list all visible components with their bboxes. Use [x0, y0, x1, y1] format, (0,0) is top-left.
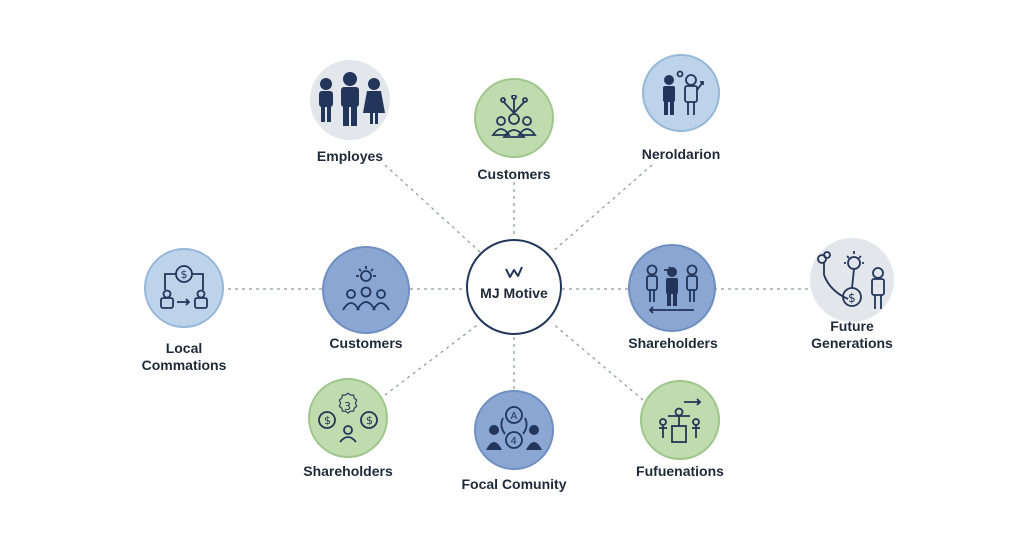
label-future-generations: Future Generations	[811, 318, 893, 351]
svg-text:$: $	[181, 268, 188, 281]
sun-people-icon	[340, 266, 392, 314]
connector-neroldarion	[551, 164, 653, 253]
node-future-generations: $	[810, 238, 894, 322]
node-employes	[310, 60, 390, 140]
svg-text:3: 3	[344, 400, 351, 413]
node-customers-top	[474, 78, 554, 158]
label-shareholders-bottom: Shareholders	[303, 463, 393, 479]
coins-person-icon: 3 $ $	[317, 392, 379, 444]
center-hub: MJ Motive	[466, 239, 562, 335]
node-customers-inner	[322, 246, 410, 334]
node-neroldarion	[642, 54, 720, 132]
connector-employes	[384, 164, 481, 253]
connector-fufuenations	[551, 322, 644, 401]
future-idea-money-icon: $	[814, 247, 890, 313]
node-local-commations: $	[144, 248, 224, 328]
node-fufuenations	[640, 380, 720, 460]
label-customers-top: Customers	[477, 166, 551, 182]
label-employes: Employes	[316, 148, 384, 164]
center-title: MJ Motive	[480, 284, 548, 301]
business-exchange-icon	[655, 68, 707, 118]
connector-shareholders-bottom	[384, 322, 481, 396]
label-focal-comunity: Focal Comunity	[461, 476, 567, 492]
node-shareholders-bottom: 3 $ $	[308, 378, 388, 458]
svg-text:$: $	[324, 414, 331, 427]
label-local-commations: Local Commations	[141, 340, 227, 373]
svg-text:A: A	[511, 411, 518, 422]
check-leaf-logo-icon	[505, 266, 523, 285]
node-shareholders-inner	[628, 244, 716, 332]
label-neroldarion: Neroldarion	[641, 146, 721, 162]
svg-text:$: $	[848, 291, 856, 305]
podium-growth-icon	[654, 396, 706, 444]
shareholders-meeting-icon	[642, 260, 702, 316]
people-group-icon	[312, 70, 388, 130]
money-transfer-icon: $	[157, 264, 211, 312]
label-fufuenations: Fufuenations	[636, 463, 724, 479]
label-shareholders-inner: Shareholders	[628, 335, 718, 351]
label-customers-inner: Customers	[329, 335, 403, 351]
customers-network-icon	[489, 95, 539, 141]
svg-text:$: $	[366, 414, 373, 427]
svg-text:4: 4	[511, 436, 517, 447]
